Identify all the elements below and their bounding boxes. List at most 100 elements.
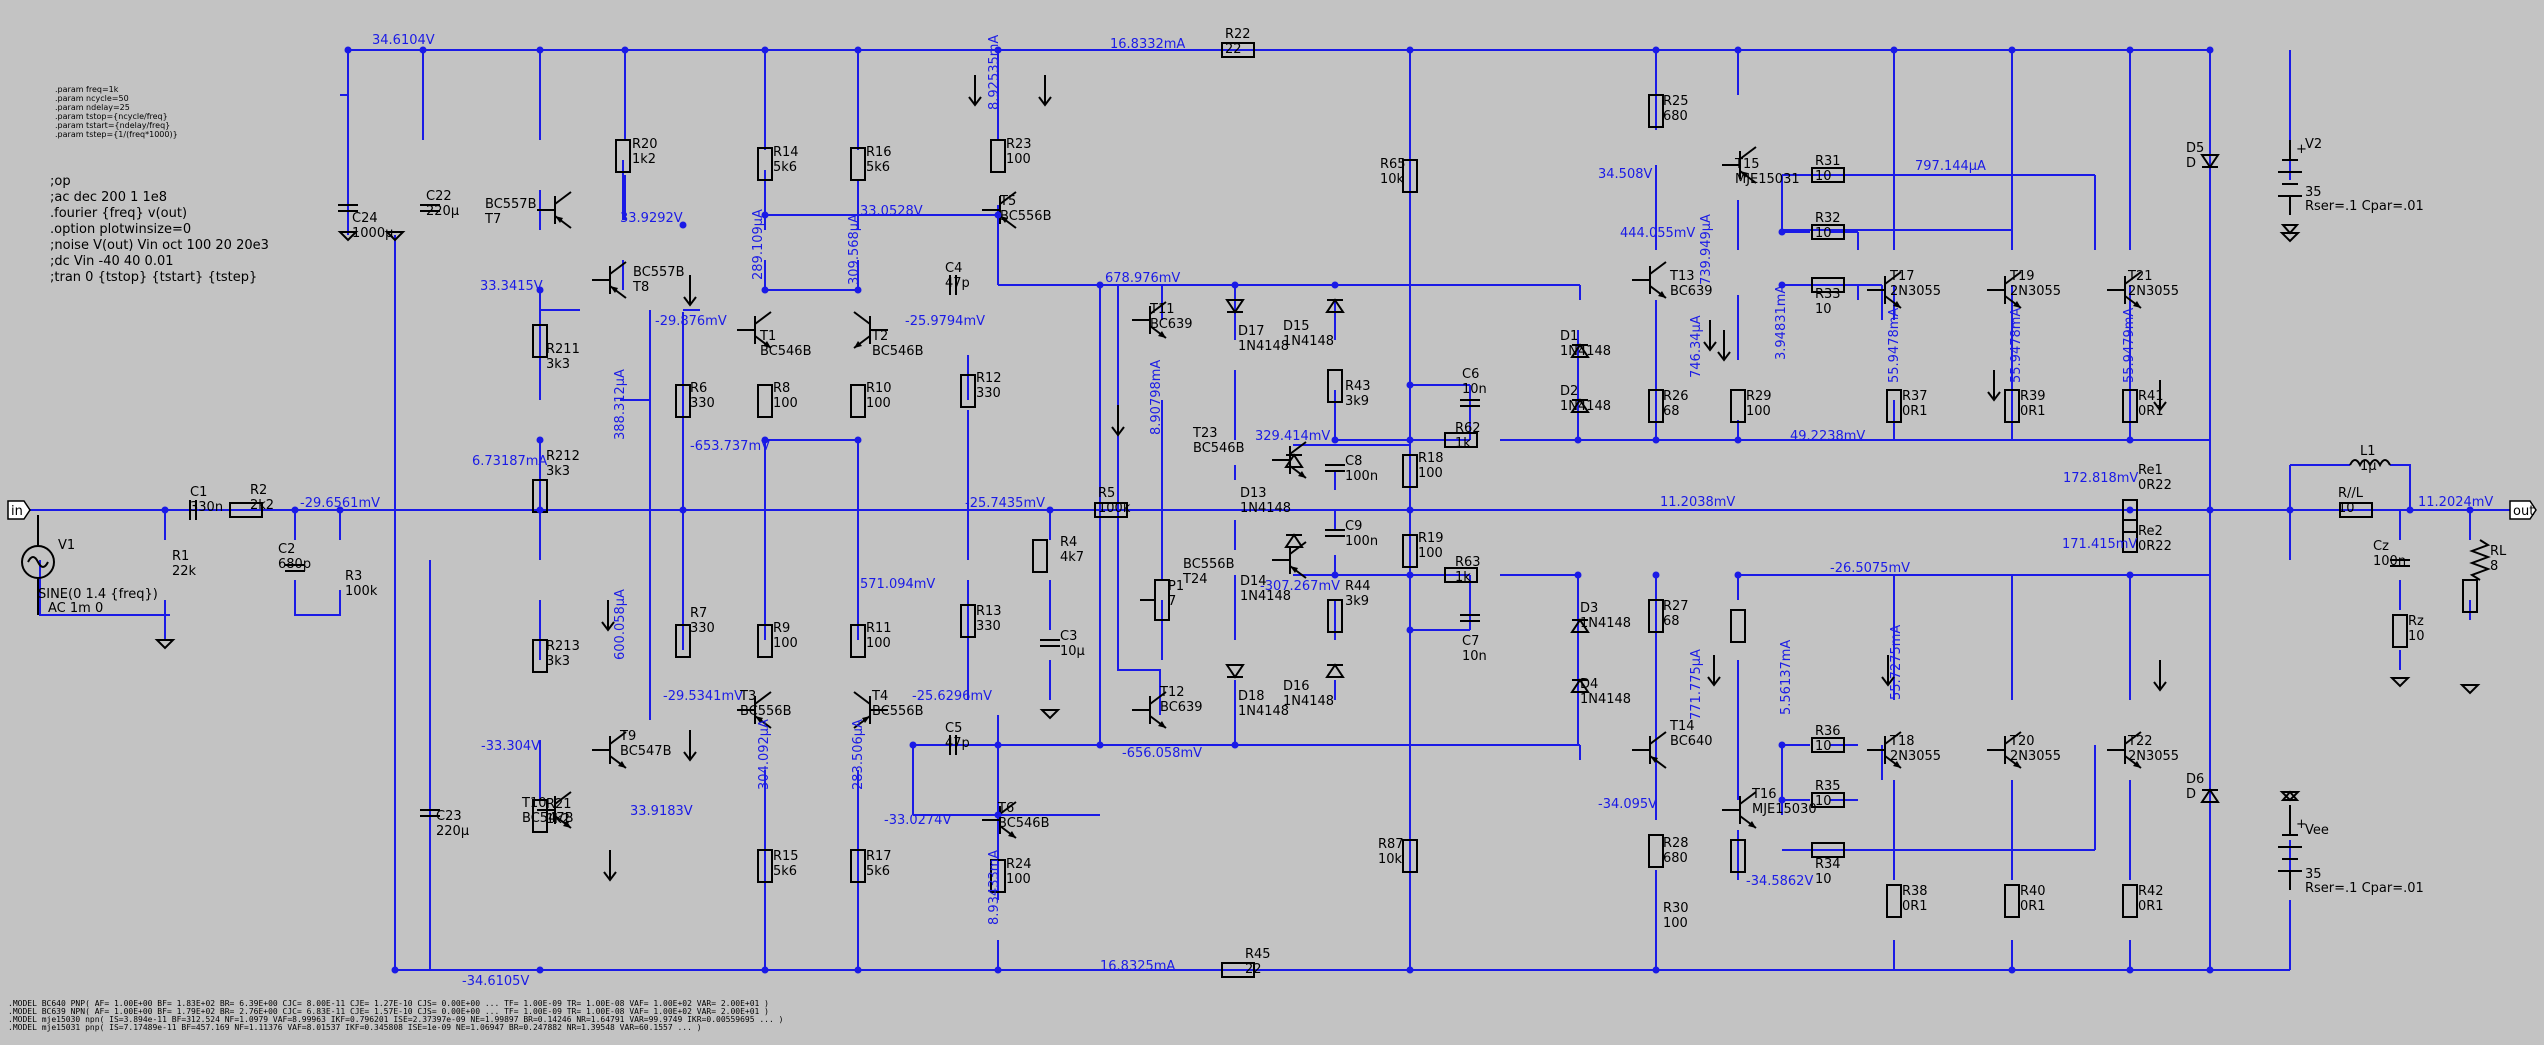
transistor-symbol[interactable] <box>1632 261 1667 299</box>
capacitor-symbol[interactable] <box>285 564 305 572</box>
resistor-symbol[interactable] <box>1032 539 1048 573</box>
transistor-symbol[interactable] <box>1132 301 1167 339</box>
resistor-symbol[interactable] <box>850 384 866 418</box>
resistor-symbol[interactable] <box>1811 792 1845 808</box>
resistor-symbol[interactable] <box>1444 432 1478 448</box>
resistor-symbol[interactable] <box>1811 737 1845 753</box>
capacitor-symbol[interactable] <box>1460 614 1480 622</box>
resistor-symbol[interactable] <box>1811 842 1845 858</box>
resistor-symbol[interactable] <box>1730 839 1746 873</box>
transistor-symbol[interactable] <box>1272 441 1307 479</box>
capacitor-symbol[interactable] <box>949 275 957 295</box>
resistor-symbol[interactable] <box>1648 834 1664 868</box>
transistor-symbol[interactable] <box>1987 731 2022 769</box>
resistor-symbol[interactable] <box>1648 94 1664 128</box>
resistor-symbol[interactable] <box>1648 599 1664 633</box>
resistor-symbol[interactable] <box>2122 499 2138 533</box>
resistor-symbol[interactable] <box>1811 277 1845 293</box>
resistor-symbol[interactable] <box>1402 454 1418 488</box>
transistor-symbol[interactable] <box>1272 541 1307 579</box>
resistor-symbol[interactable] <box>1811 224 1845 240</box>
resistor-symbol[interactable] <box>850 624 866 658</box>
resistor-symbol[interactable] <box>850 147 866 181</box>
resistor-symbol[interactable] <box>960 374 976 408</box>
transistor-symbol[interactable] <box>1722 146 1757 184</box>
resistor-symbol[interactable] <box>615 139 631 173</box>
transistor-symbol[interactable] <box>537 191 572 229</box>
transistor-symbol[interactable] <box>853 691 888 729</box>
resistor-symbol[interactable] <box>757 624 773 658</box>
load-resistor-symbol[interactable] <box>2469 539 2491 581</box>
resistor-symbol[interactable] <box>2122 884 2138 918</box>
diode-symbol[interactable] <box>1325 663 1345 678</box>
diode-symbol[interactable] <box>2200 788 2220 803</box>
resistor-symbol[interactable] <box>1648 389 1664 423</box>
transistor-symbol[interactable] <box>2107 271 2142 309</box>
diode-symbol[interactable] <box>1570 678 1590 693</box>
resistor-symbol[interactable] <box>757 849 773 883</box>
capacitor-symbol[interactable] <box>1325 464 1345 472</box>
capacitor-symbol[interactable] <box>1460 399 1480 407</box>
diode-symbol[interactable] <box>1325 298 1345 313</box>
diode-symbol[interactable] <box>1570 343 1590 358</box>
source-vee[interactable]: + Vee 35 Rser=.1 Cpar=.01 <box>2278 790 2424 896</box>
transistor-symbol[interactable] <box>853 311 888 349</box>
resistor-symbol[interactable] <box>1221 962 1255 978</box>
potentiometer-symbol[interactable] <box>1140 579 1170 621</box>
resistor-symbol[interactable] <box>2122 519 2138 553</box>
diode-symbol[interactable] <box>1225 664 1245 679</box>
transistor-symbol[interactable] <box>537 791 572 829</box>
transistor-symbol[interactable] <box>982 191 1017 229</box>
diode-symbol[interactable] <box>1225 299 1245 314</box>
transistor-symbol[interactable] <box>1632 731 1667 769</box>
resistor-symbol[interactable] <box>1094 502 1128 518</box>
transistor-symbol[interactable] <box>2107 731 2142 769</box>
capacitor-symbol[interactable] <box>949 735 957 755</box>
resistor-symbol[interactable] <box>1402 159 1418 193</box>
diode-symbol[interactable] <box>1570 618 1590 633</box>
transistor-symbol[interactable] <box>592 731 627 769</box>
resistor-symbol[interactable] <box>229 502 263 518</box>
resistor-symbol[interactable] <box>1730 389 1746 423</box>
capacitor-symbol[interactable] <box>1325 529 1345 537</box>
capacitor-symbol[interactable] <box>338 204 358 212</box>
resistor-symbol[interactable] <box>960 604 976 638</box>
resistor-symbol[interactable] <box>1811 167 1845 183</box>
resistor-symbol[interactable] <box>1886 389 1902 423</box>
transistor-symbol[interactable] <box>1722 791 1757 829</box>
resistor-symbol[interactable] <box>2004 884 2020 918</box>
transistor-symbol[interactable] <box>982 801 1017 839</box>
transistor-symbol[interactable] <box>592 261 627 299</box>
capacitor-symbol[interactable] <box>2390 559 2410 567</box>
transistor-symbol[interactable] <box>737 311 772 349</box>
transistor-symbol[interactable] <box>1867 271 1902 309</box>
resistor-symbol[interactable] <box>532 639 548 673</box>
capacitor-symbol[interactable] <box>1040 639 1060 647</box>
resistor-symbol[interactable] <box>2122 389 2138 423</box>
transistor-symbol[interactable] <box>1132 691 1167 729</box>
resistor-symbol[interactable] <box>532 799 548 833</box>
resistor-symbol[interactable] <box>1730 609 1746 643</box>
resistor-symbol[interactable] <box>2004 389 2020 423</box>
capacitor-symbol[interactable] <box>420 204 440 212</box>
diode-symbol[interactable] <box>1570 398 1590 413</box>
transistor-symbol[interactable] <box>737 691 772 729</box>
resistor-symbol[interactable] <box>2462 579 2478 613</box>
resistor-symbol[interactable] <box>2392 614 2408 648</box>
source-v1[interactable]: V1 SINE(0 1.4 {freq}) AC 1m 0 <box>21 515 158 616</box>
diode-symbol[interactable] <box>2200 154 2220 169</box>
resistor-symbol[interactable] <box>850 849 866 883</box>
resistor-symbol[interactable] <box>532 324 548 358</box>
resistor-symbol[interactable] <box>757 384 773 418</box>
resistor-symbol[interactable] <box>2339 502 2373 518</box>
resistor-symbol[interactable] <box>675 384 691 418</box>
resistor-symbol[interactable] <box>1402 534 1418 568</box>
port-out[interactable]: out <box>2509 500 2537 520</box>
resistor-symbol[interactable] <box>1221 42 1255 58</box>
resistor-symbol[interactable] <box>1402 839 1418 873</box>
transistor-symbol[interactable] <box>1867 731 1902 769</box>
capacitor-symbol[interactable] <box>420 809 440 817</box>
source-v2[interactable]: + V2 35 Rser=.1 Cpar=.01 <box>2278 137 2424 235</box>
port-in[interactable]: in <box>7 500 31 520</box>
capacitor-symbol[interactable] <box>189 500 197 520</box>
